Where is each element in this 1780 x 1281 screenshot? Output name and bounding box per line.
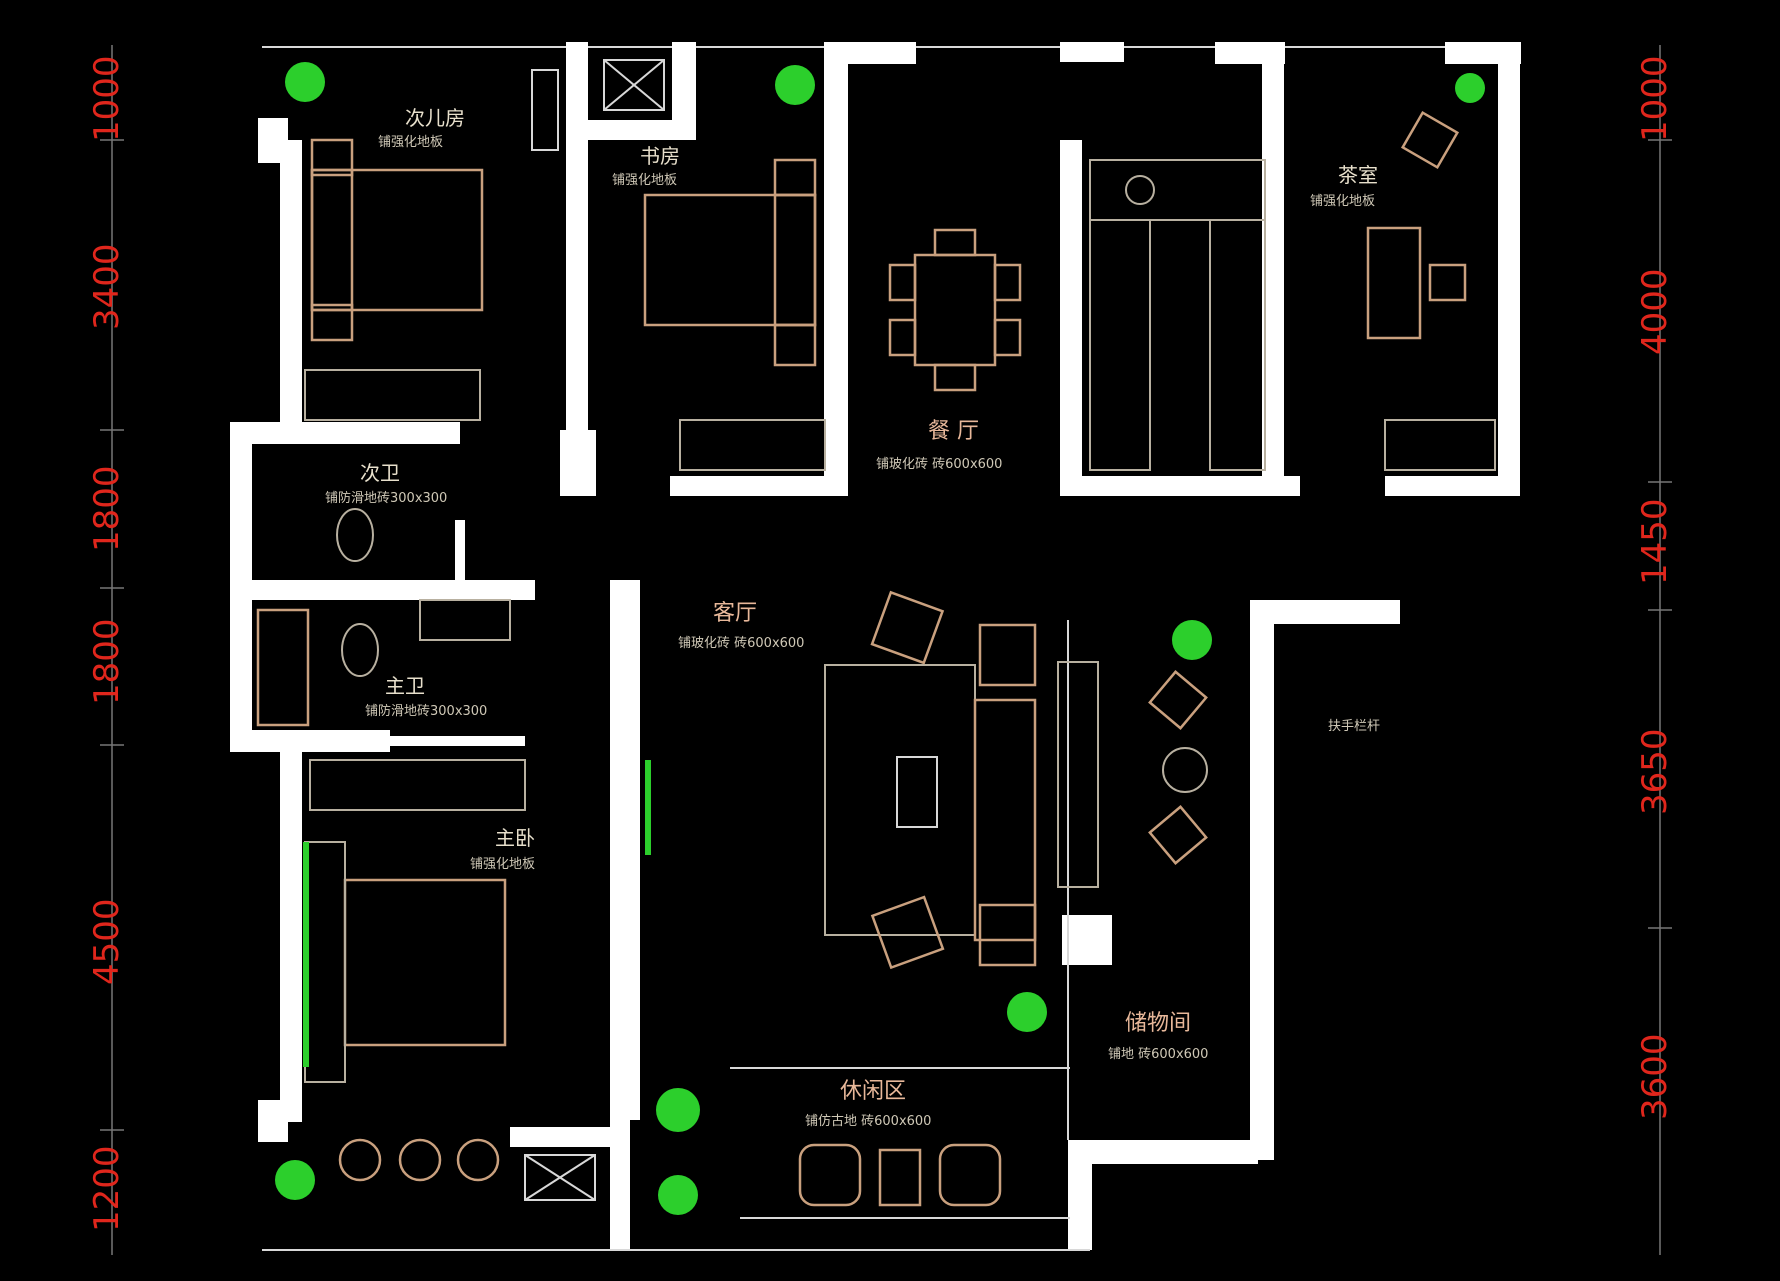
furniture [256, 110, 1496, 1207]
right-dimension-line [1648, 45, 1672, 1255]
walls [230, 42, 1521, 1251]
dim-right-2: 4000 [1635, 268, 1675, 355]
dim-right-1: 1000 [1635, 55, 1675, 142]
plant-icon [285, 62, 325, 102]
second-bath-name: 次卫 [360, 461, 400, 485]
tea-room-note: 铺强化地板 [1310, 194, 1375, 209]
plant-icon [658, 1175, 698, 1215]
living-note: 铺玻化砖 砖600x600 [678, 636, 804, 651]
child-room-name: 次儿房 [405, 106, 465, 130]
study-name: 书房 [640, 144, 680, 168]
living-name: 客厅 [713, 601, 757, 626]
dim-right-3: 1450 [1635, 498, 1675, 585]
master-bedroom-name: 主卧 [495, 826, 535, 850]
dim-right-4: 3650 [1635, 728, 1675, 815]
dim-left-3: 1800 [87, 465, 127, 552]
handrail-label: 扶手栏杆 [1328, 719, 1380, 734]
child-room-note: 铺强化地板 [378, 135, 443, 150]
storage-note: 铺地 砖600x600 [1108, 1047, 1208, 1062]
leisure-name: 休闲区 [840, 1079, 906, 1104]
dim-left-2: 3400 [87, 243, 127, 330]
dining-name: 餐 厅 [928, 419, 979, 444]
master-bath-note: 铺防滑地砖300x300 [365, 703, 487, 719]
dining-note: 铺玻化砖 砖600x600 [876, 457, 1002, 472]
plant-icon [775, 65, 815, 105]
dim-left-1: 1000 [87, 55, 127, 142]
dim-left-6: 1200 [87, 1145, 127, 1232]
dim-left-4: 1800 [87, 618, 127, 705]
left-dimension-line [100, 45, 124, 1255]
dim-right-5: 3600 [1635, 1033, 1675, 1120]
leisure-note: 铺仿古地 砖600x600 [805, 1114, 931, 1129]
plant-icon [1172, 620, 1212, 660]
tea-room-name: 茶室 [1338, 163, 1378, 187]
plant-icon [656, 1088, 700, 1132]
plant-icon [1455, 73, 1485, 103]
dim-left-5: 4500 [87, 898, 127, 985]
plant-icon [275, 1160, 315, 1200]
plant-icon [1007, 992, 1047, 1032]
plants [275, 62, 1485, 1215]
storage-name: 储物间 [1125, 1011, 1191, 1036]
study-note: 铺强化地板 [612, 173, 677, 188]
second-bath-note: 铺防滑地砖300x300 [325, 490, 447, 506]
master-bedroom-note: 铺强化地板 [470, 857, 535, 872]
master-bath-name: 主卫 [385, 674, 425, 698]
